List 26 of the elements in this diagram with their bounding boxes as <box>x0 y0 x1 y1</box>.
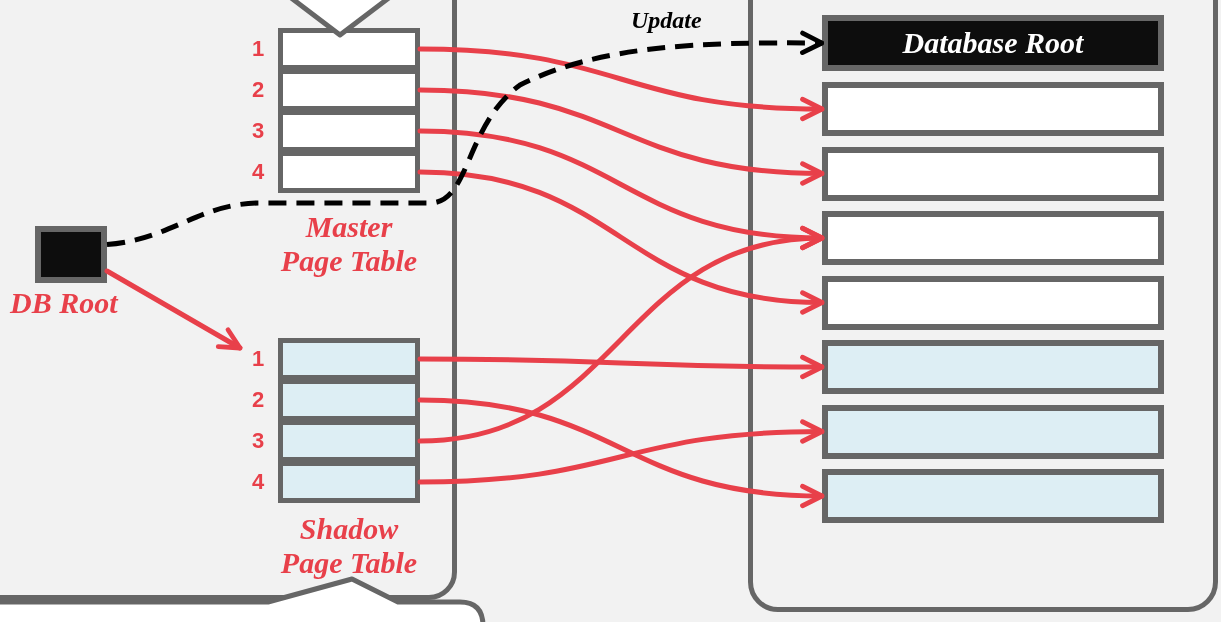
page-box <box>822 469 1164 523</box>
page-box <box>822 275 1164 330</box>
table-heading: Shadow Page Table <box>279 512 419 580</box>
table-row <box>278 151 420 193</box>
table-row <box>278 338 420 380</box>
table-heading: Master Page Table <box>279 210 419 278</box>
row-number: 3 <box>250 118 266 144</box>
page-box <box>822 82 1164 136</box>
row-number: 4 <box>250 469 266 495</box>
table-row <box>278 28 420 70</box>
row-number: 3 <box>250 428 266 454</box>
row-number: 2 <box>250 77 266 103</box>
panel <box>748 0 1218 612</box>
page-box <box>822 211 1164 265</box>
row-number: 1 <box>250 36 266 62</box>
pointer-box <box>35 226 107 283</box>
panel <box>0 0 457 600</box>
row-number: 1 <box>250 346 266 372</box>
row-number: 4 <box>250 159 266 185</box>
page-box <box>822 404 1164 459</box>
pointer-label: DB Root <box>10 286 118 320</box>
page-box <box>822 340 1164 394</box>
row-number: 2 <box>250 387 266 413</box>
table-row <box>278 461 420 503</box>
root-box: Database Root <box>822 15 1164 71</box>
page-box <box>822 146 1164 201</box>
